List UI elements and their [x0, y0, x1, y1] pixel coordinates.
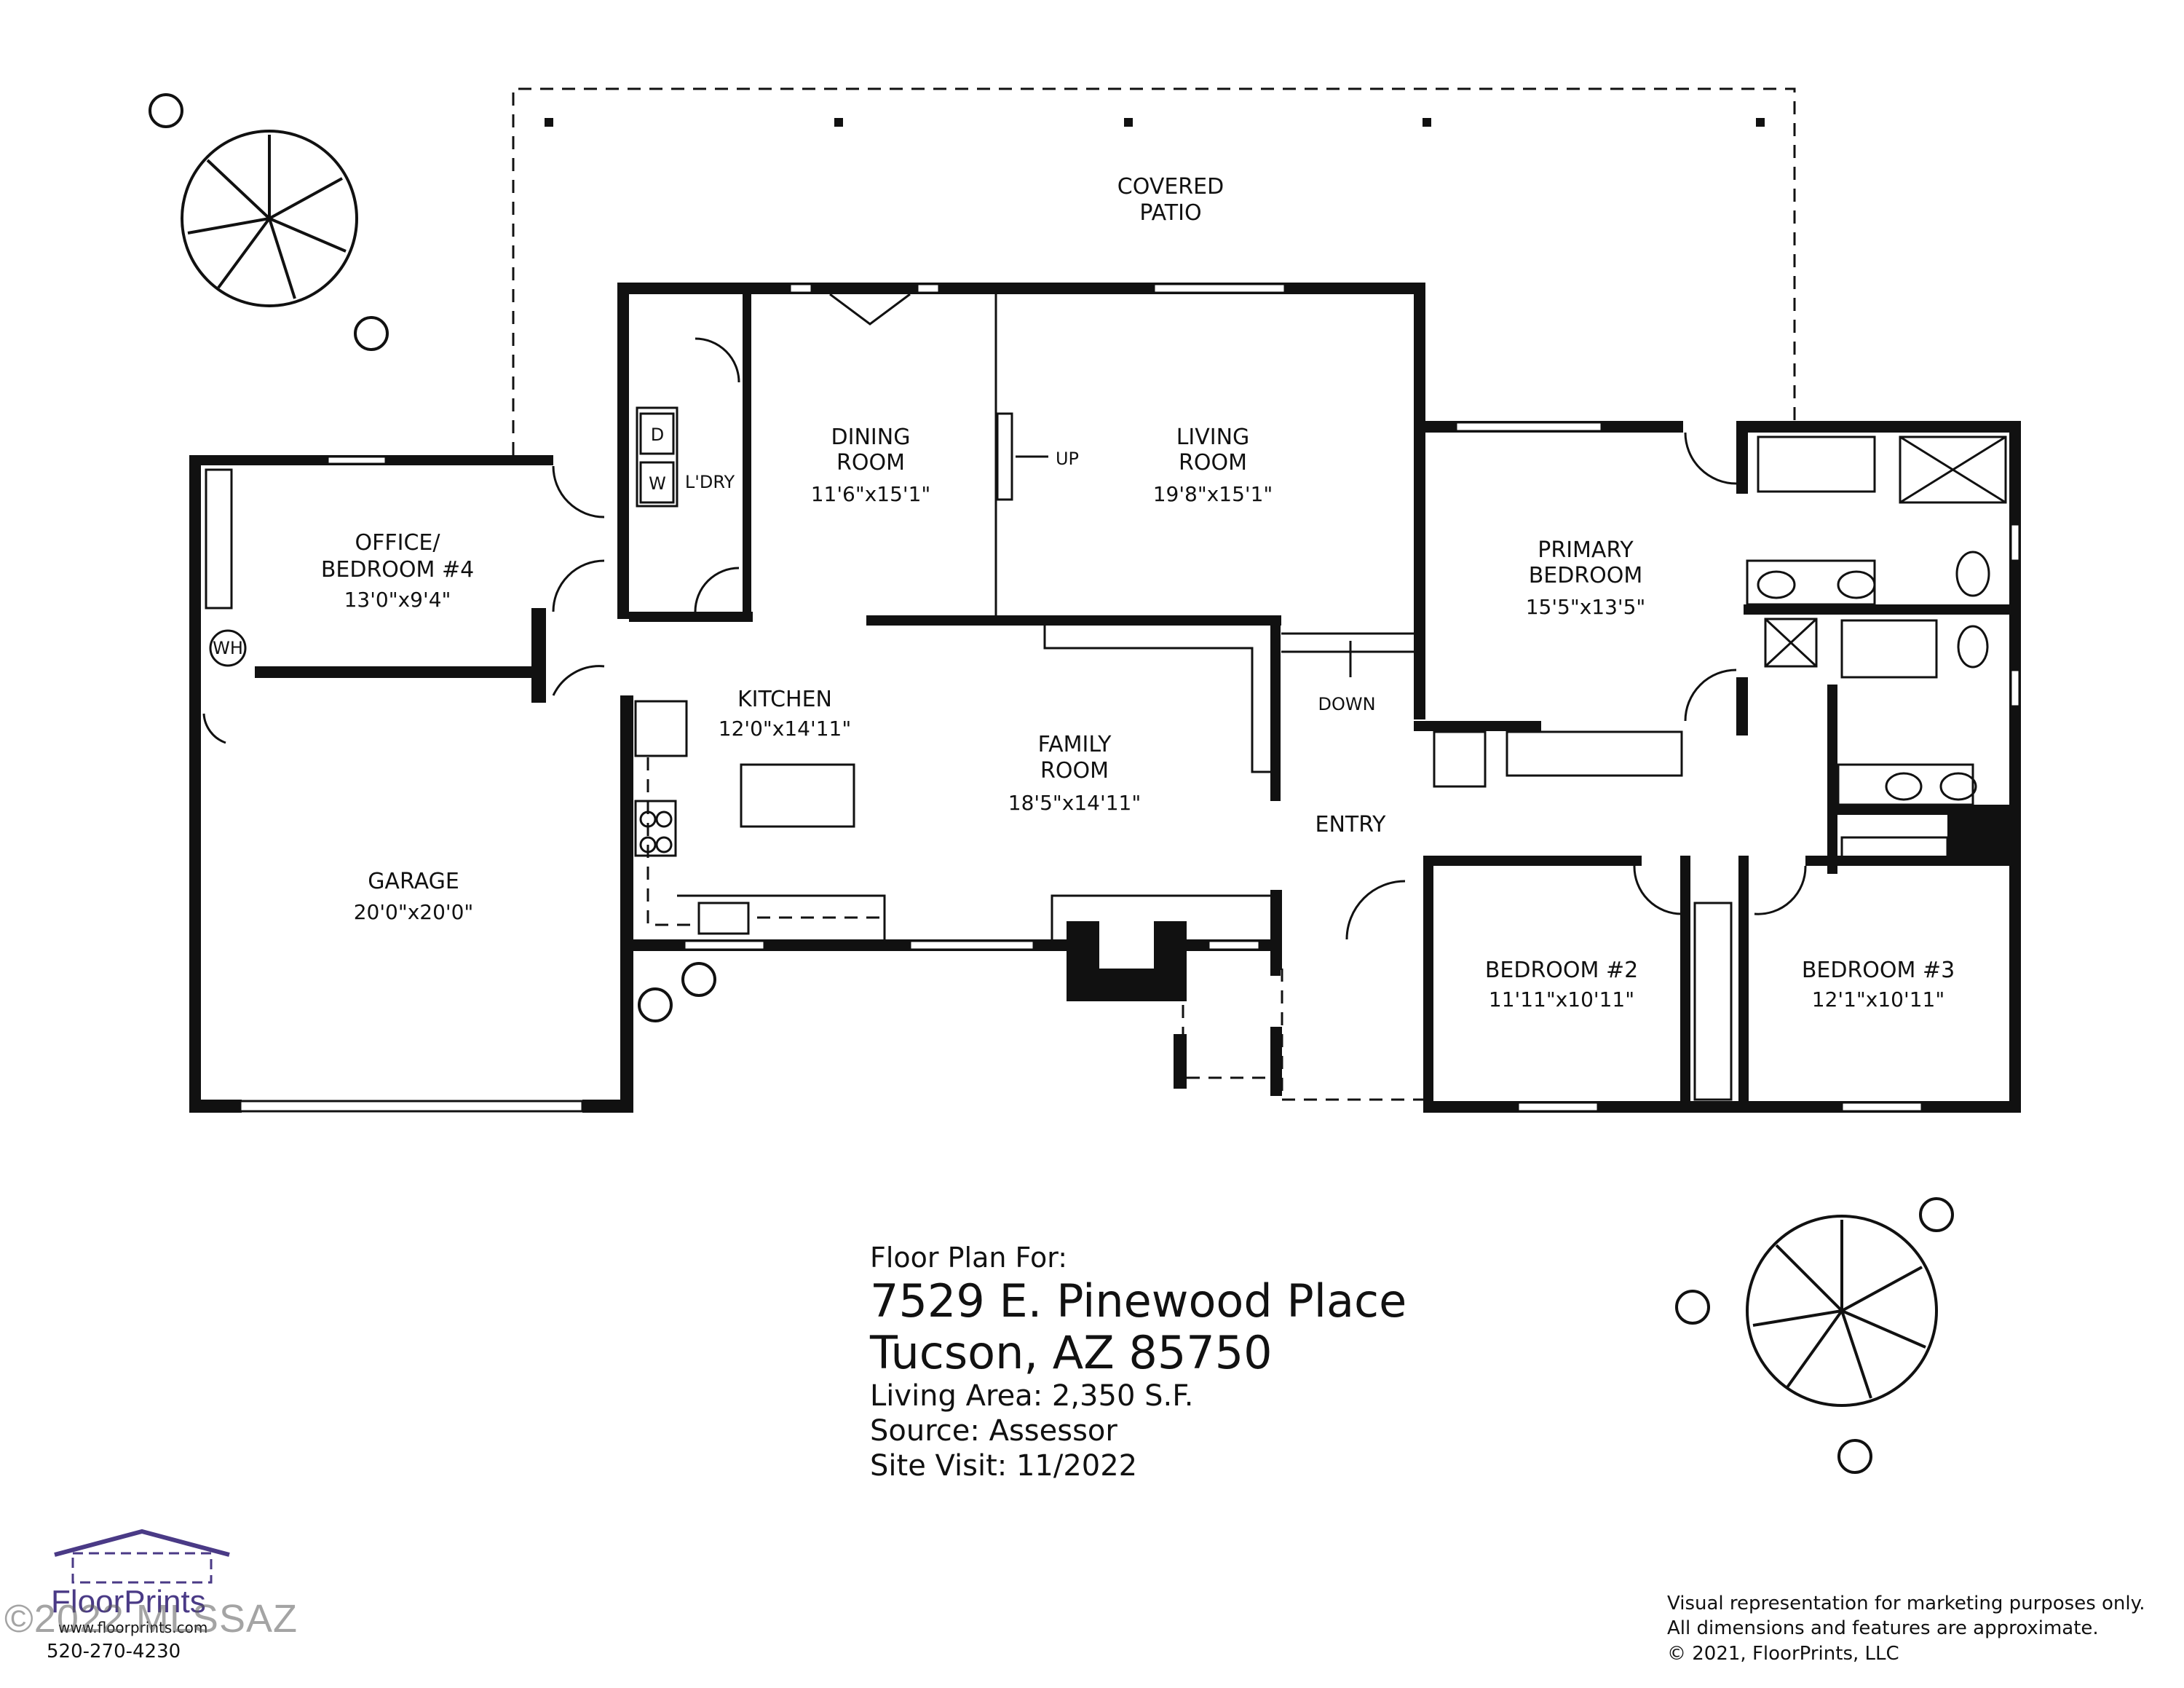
primary-label-1: PRIMARY [1538, 537, 1634, 563]
family-label-1: FAMILY [1038, 732, 1112, 757]
family-label-2: ROOM [1040, 758, 1109, 784]
dining-label-2: ROOM [836, 450, 905, 476]
garage-label: GARAGE [368, 869, 459, 894]
dining-dims: 11'6"x15'1" [811, 482, 931, 506]
stairs-down-label: DOWN [1318, 694, 1375, 714]
doors [202, 293, 1807, 940]
primary-dims: 15'5"x13'5" [1526, 595, 1646, 619]
shrub-6 [1675, 1290, 1710, 1325]
living-dims: 19'8"x15'1" [1153, 482, 1273, 506]
windows [239, 283, 2021, 1113]
logo-phone: 520-270-4230 [47, 1641, 181, 1663]
garage-dims: 20'0"x20'0" [354, 900, 474, 924]
kitchen-label: KITCHEN [737, 687, 832, 712]
logo-brand: FloorPrints [51, 1584, 206, 1620]
patio-label-1: COVERED [1117, 174, 1224, 200]
shrub-3 [638, 987, 673, 1022]
room-labels: COVERED PATIO DINING ROOM 11'6"x15'1" LI… [213, 174, 1955, 1011]
mls-watermark: ©2022 MLSSAZ [4, 1597, 298, 1641]
shrub-4 [681, 962, 716, 997]
house-logo-icon [54, 1529, 230, 1584]
info-address-line1: 7529 E. Pinewood Place [870, 1274, 1407, 1328]
listing-info: Floor Plan For: 7529 E. Pinewood Place T… [870, 1242, 1406, 1483]
office-label-1: OFFICE/ [355, 530, 441, 556]
fixtures [205, 294, 2007, 1101]
shrub-5 [1919, 1197, 1954, 1232]
disclaimer-line2: All dimensions and features are approxim… [1667, 1617, 2099, 1640]
stairs-up-label: UP [1056, 449, 1079, 469]
living-label-2: ROOM [1179, 450, 1247, 476]
info-lead: Floor Plan For: [870, 1242, 1068, 1274]
office-dims: 13'0"x9'4" [344, 588, 451, 612]
floorprints-logo: FloorPrints www.floorprints.com 520-270-… [44, 1526, 262, 1671]
dining-label-1: DINING [831, 425, 911, 450]
kitchen-dims: 12'0"x14'11" [719, 717, 851, 741]
walls [189, 283, 2021, 1113]
washer-label: W [649, 473, 666, 494]
shrub-7 [1837, 1439, 1872, 1474]
disclaimer: Visual representation for marketing purp… [1667, 1591, 2145, 1666]
bedroom3-dims: 12'1"x10'11" [1812, 987, 1944, 1011]
bedroom2-label: BEDROOM #2 [1485, 958, 1638, 983]
disclaimer-line1: Visual representation for marketing purp… [1667, 1593, 2145, 1614]
patio-label-2: PATIO [1139, 200, 1201, 226]
water-heater-label: WH [213, 638, 243, 658]
tree-bottom-right [1746, 1215, 1938, 1407]
primary-label-2: BEDROOM [1529, 563, 1643, 588]
entry-label: ENTRY [1315, 812, 1387, 837]
covered-patio-outline [512, 87, 1796, 455]
info-source: Source: Assessor [870, 1414, 1117, 1448]
bedroom2-dims: 11'11"x10'11" [1489, 987, 1634, 1011]
shrub-2 [354, 316, 389, 351]
dryer-label: D [651, 425, 664, 445]
info-living-area: Living Area: 2,350 S.F. [870, 1379, 1194, 1413]
tree-top-left [181, 130, 358, 307]
family-dims: 18'5"x14'11" [1008, 791, 1141, 815]
bedroom3-label: BEDROOM #3 [1802, 958, 1955, 983]
office-label-2: BEDROOM #4 [321, 557, 474, 583]
shrub-1 [149, 93, 183, 128]
disclaimer-line3: © 2021, FloorPrints, LLC [1667, 1642, 1899, 1665]
info-address-line2: Tucson, AZ 85750 [870, 1325, 1273, 1379]
landscape-trees [149, 93, 1954, 1474]
info-site-visit: Site Visit: 11/2022 [870, 1449, 1138, 1483]
logo-url: www.floorprints.com [58, 1619, 208, 1636]
living-label-1: LIVING [1176, 425, 1250, 450]
laundry-label: L'DRY [685, 472, 735, 492]
